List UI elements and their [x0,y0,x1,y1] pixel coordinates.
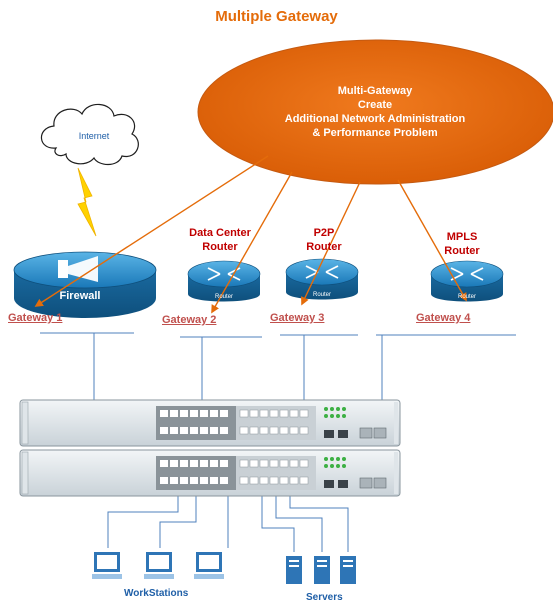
lan-lines [40,332,516,552]
firewall-icon [13,251,157,318]
router-icon-label: Router [457,294,476,300]
router-name-line: P2P [313,227,335,239]
firewall-label: Firewall [59,290,101,302]
problem-ellipse [197,39,553,185]
servers-label: Servers [306,592,343,603]
problem-line: Additional Network Administration [284,113,466,125]
internet-label: Internet [78,131,110,141]
workstations-label: WorkStations [124,588,189,599]
internet-cloud-icon [40,103,139,166]
router-icon-mpls [430,260,504,302]
workstation-icon [144,552,174,579]
router-name-line: Router [306,241,342,253]
workstation-icon [194,552,224,579]
problem-line: Create [357,99,393,111]
switch-bottom [19,449,401,497]
router-icon-data-center [187,260,261,302]
gateway-label-4: Gateway 4 [416,312,471,324]
problem-statement: Multi-Gateway Create Additional Network … [240,84,510,140]
gateway-label-1: Gateway 1 [8,312,63,324]
gateway-label-2: Gateway 2 [162,314,217,326]
router-name-line: Data Center [189,227,251,239]
page-title: Multiple Gateway [215,8,338,25]
router-name-data-center: Data Center Router [170,226,270,254]
router-icon-label: Router [214,294,233,300]
router-name-line: Router [202,241,238,253]
problem-line: Multi-Gateway [337,85,413,97]
switch-top [19,399,401,447]
router-icon-label: Router [312,292,331,298]
server-icon [340,556,356,584]
router-name-p2p: P2P Router [274,226,374,254]
router-icon-p2p [285,258,359,300]
server-icon [286,556,302,584]
router-name-line: MPLS [446,231,478,243]
problem-line: & Performance Problem [312,127,438,139]
router-name-line: Router [444,245,480,257]
router-name-mpls: MPLS Router [412,230,512,258]
gateway-arrows [34,155,467,314]
gateway-label-3: Gateway 3 [270,312,325,324]
workstation-icon [92,552,122,579]
server-icon [314,556,330,584]
lightning-icon [77,167,97,237]
